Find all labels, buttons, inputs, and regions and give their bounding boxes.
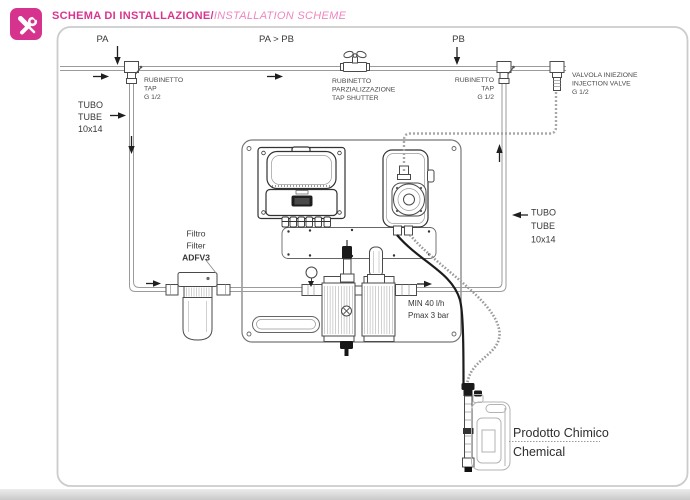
svg-text:G 1/2: G 1/2 <box>144 94 161 101</box>
pump-suction-fitting <box>393 225 402 236</box>
svg-text:G 1/2: G 1/2 <box>477 94 494 101</box>
diagram-frame <box>56 26 689 487</box>
cable-glands <box>281 216 331 228</box>
svg-text:TAP: TAP <box>144 86 157 93</box>
controller-lid <box>266 150 337 190</box>
discharge-tube <box>402 91 558 171</box>
svg-text:PARZIALIZZAZIONE: PARZIALIZZAZIONE <box>332 87 396 94</box>
svg-text:RUBINETTO: RUBINETTO <box>455 77 494 84</box>
svg-text:INJECTION VALVE: INJECTION VALVE <box>572 81 631 88</box>
svg-text:TAP: TAP <box>481 86 494 93</box>
suction-lance <box>461 383 482 472</box>
label-filter: Filtro Filter ADFV3 <box>182 229 210 263</box>
page-bottom-edge <box>0 489 690 500</box>
controller-screws <box>261 150 342 215</box>
tap-shutter-valve <box>340 50 370 72</box>
main-water-pipe <box>60 66 566 71</box>
svg-text:TAP SHUTTER: TAP SHUTTER <box>332 95 379 102</box>
svg-text:VALVOLA INIEZIONE: VALVOLA INIEZIONE <box>572 72 638 79</box>
panel-corner-screws <box>246 146 457 337</box>
svg-text:10x14: 10x14 <box>78 124 103 134</box>
svg-text:Pmax 3 bar: Pmax 3 bar <box>408 311 449 320</box>
suction-tube <box>396 234 465 384</box>
arrow-to-filter <box>146 280 161 287</box>
label-flow-spec: MIN 40 l/h Pmax 3 bar <box>408 299 449 320</box>
arrow-riser-up <box>496 144 503 162</box>
chamber-outlet-fitting <box>395 284 417 296</box>
svg-text:10x14: 10x14 <box>531 235 556 245</box>
probe-chamber-assembly <box>301 240 417 356</box>
flow-arrows <box>93 46 528 288</box>
ph-probe <box>340 240 355 283</box>
svg-text:MIN 40 l/h: MIN 40 l/h <box>408 299 444 308</box>
arrow-chamber-out <box>417 280 432 288</box>
svg-text:TUBO: TUBO <box>531 208 556 218</box>
label-right-tap: RUBINETTO TAP G 1/2 <box>455 77 495 101</box>
water-filter <box>165 258 231 341</box>
right-tap-valve <box>496 61 515 84</box>
label-chemical-product: Prodotto Chimico Chemical <box>509 426 609 459</box>
filter-leader-line <box>204 258 217 274</box>
arrow-flow-right-2 <box>267 73 283 80</box>
injection-valve <box>549 61 565 91</box>
arrow-drop-down <box>128 136 135 154</box>
svg-text:ADFV3: ADFV3 <box>182 253 210 263</box>
label-tube-right: TUBO TUBE 10x14 <box>531 208 556 245</box>
chamber-drain <box>340 341 353 349</box>
label-tap-shutter: RUBINETTO PARZIALIZZAZIONE TAP SHUTTER <box>332 78 396 102</box>
label-injection-valve: VALVOLA INIEZIONE INJECTION VALVE G 1/2 <box>572 72 638 96</box>
panel-handle <box>252 316 320 333</box>
label-tube-left: TUBO TUBE 10x14 <box>78 100 103 134</box>
page-title: SCHEMA DI INSTALLAZIONE/INSTALLATION SCH… <box>52 10 346 22</box>
label-pa-gt-pb: PA > PB <box>259 34 294 45</box>
label-left-tap: RUBINETTO TAP G 1/2 <box>144 77 183 101</box>
svg-text:TUBO: TUBO <box>78 100 103 110</box>
pump-head-screws <box>395 186 423 213</box>
arrow-tube-right-pointer <box>512 211 528 219</box>
sample-pipe <box>230 84 507 292</box>
svg-text:Filtro: Filtro <box>187 229 206 239</box>
header: SCHEMA DI INSTALLAZIONE/INSTALLATION SCH… <box>0 0 690 44</box>
page-title-primary: SCHEMA DI INSTALLAZIONE/ <box>52 10 214 22</box>
svg-text:RUBINETTO: RUBINETTO <box>332 78 371 85</box>
tools-icon <box>10 8 42 40</box>
svg-text:TUBE: TUBE <box>78 112 102 122</box>
arrow-flow-right-1 <box>93 73 109 80</box>
arrow-pa-down <box>114 46 121 65</box>
svg-text:TUBE: TUBE <box>531 221 555 231</box>
left-tap-valve <box>124 61 143 84</box>
svg-text:Prodotto Chimico: Prodotto Chimico <box>513 426 609 440</box>
chemical-tank <box>471 394 511 471</box>
chamber-inlet-fitting <box>301 284 323 296</box>
arrow-tube-left-pointer <box>110 112 126 119</box>
label-pb: PB <box>452 34 465 45</box>
left-drop-pipe <box>129 84 166 292</box>
svg-text:Chemical: Chemical <box>513 445 565 459</box>
tank-spout <box>472 394 484 403</box>
svg-text:G 1/2: G 1/2 <box>572 89 589 96</box>
dosing-pump <box>382 149 435 236</box>
svg-text:RUBINETTO: RUBINETTO <box>144 77 183 84</box>
level-sensor-probe <box>367 246 385 284</box>
controller-unit <box>257 146 346 228</box>
pump-side-tab <box>427 169 435 183</box>
svg-text:Filter: Filter <box>187 241 206 251</box>
label-pa: PA <box>97 34 110 45</box>
level-tube <box>409 234 501 387</box>
tank-handle <box>485 404 507 413</box>
arrow-pb-down <box>453 47 461 65</box>
page-title-secondary: INSTALLATION SCHEME <box>213 10 347 22</box>
